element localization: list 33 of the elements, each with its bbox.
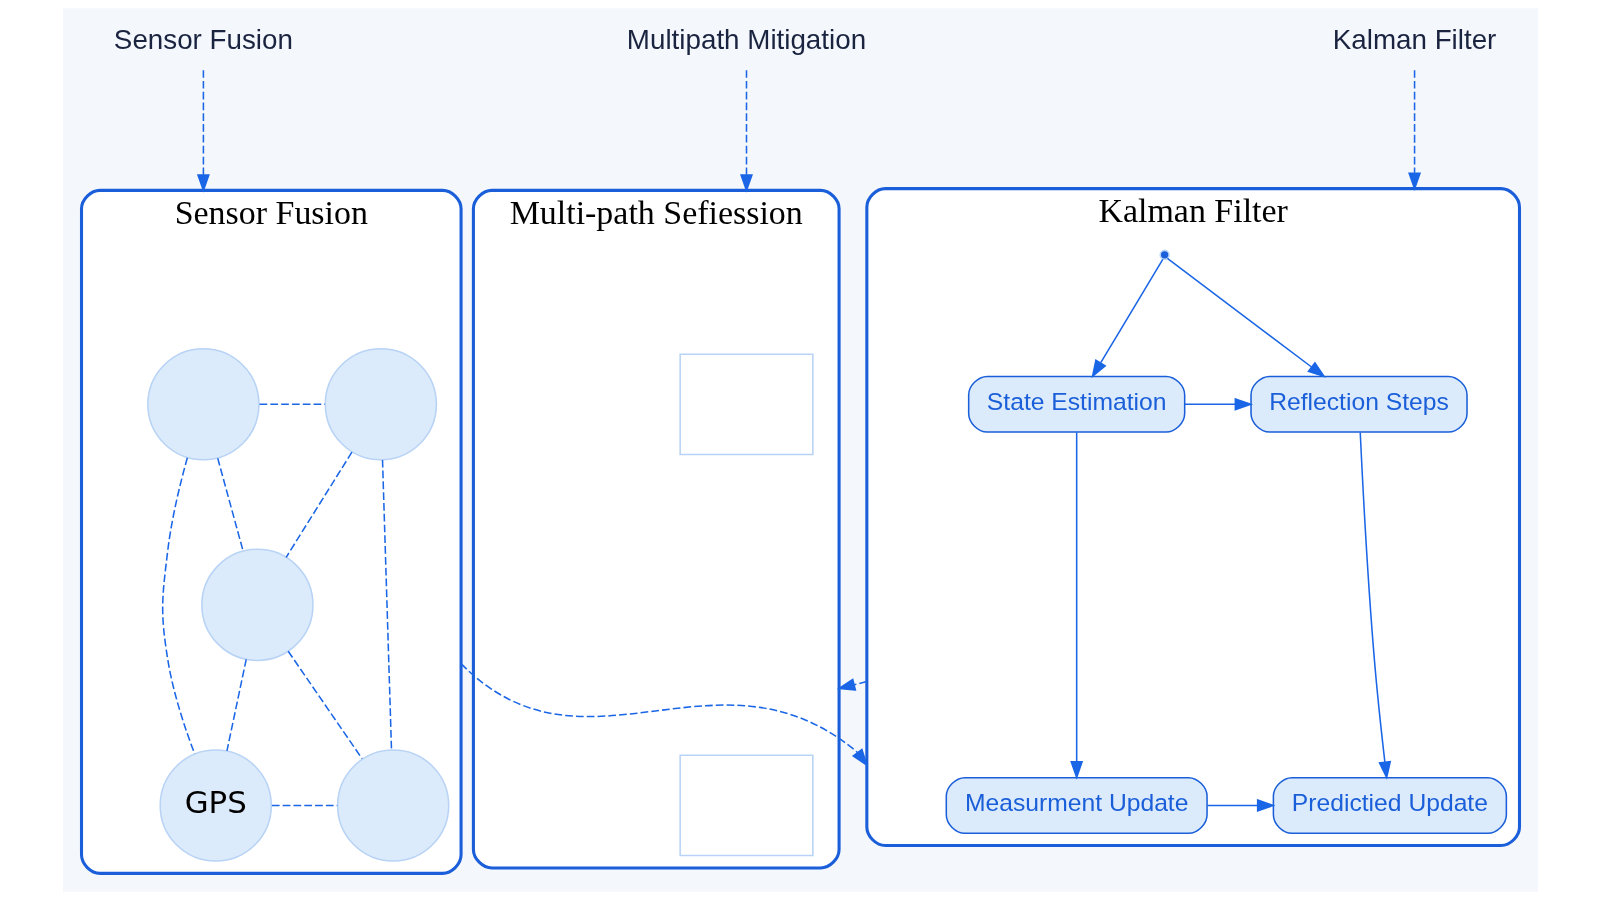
connector — [286, 650, 363, 760]
node-text: Sensor Fusion — [113, 23, 293, 55]
arrow — [1069, 431, 1083, 780]
node-circle — [336, 749, 449, 862]
arrow — [459, 662, 868, 767]
node-chart — [678, 353, 814, 456]
node-circle: GPS — [158, 749, 272, 862]
node-box: State Estimation — [967, 375, 1185, 433]
arrow — [1358, 431, 1391, 780]
node-box: Predictied Update — [1272, 776, 1507, 834]
arrow — [196, 69, 210, 193]
connector — [258, 403, 326, 406]
node-chart — [678, 754, 814, 857]
connector — [216, 457, 244, 552]
arrow — [1407, 69, 1421, 191]
connector — [225, 658, 247, 752]
arrow — [836, 678, 868, 691]
node-point — [1158, 249, 1170, 261]
node-circle — [200, 548, 314, 662]
arrow — [739, 69, 753, 193]
node-text: Multipath Mitigation — [626, 23, 866, 55]
node-box: Measurment Update — [945, 776, 1208, 834]
arrow — [1183, 397, 1253, 411]
connector — [381, 459, 392, 751]
node-circle — [324, 348, 437, 461]
node-text: Kalman Filter — [1332, 23, 1496, 55]
arrow — [1206, 798, 1275, 812]
node-circle — [146, 348, 260, 461]
node-box: Reflection Steps — [1249, 375, 1468, 433]
connector — [284, 451, 353, 559]
arrow — [1090, 258, 1164, 379]
arrow — [1166, 257, 1326, 378]
cluster: Multi-path Sefiession — [471, 188, 841, 870]
